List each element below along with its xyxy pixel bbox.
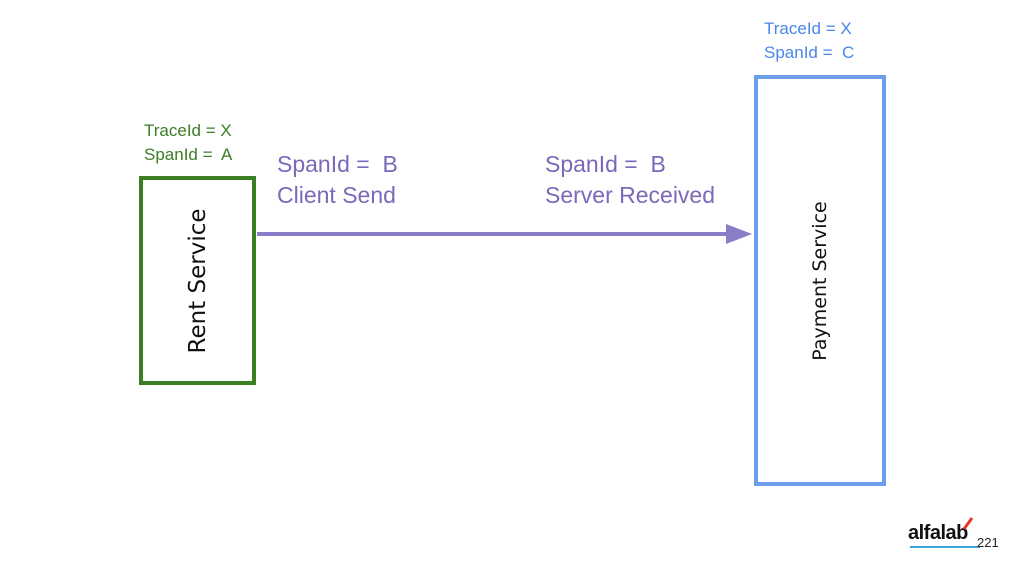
client-event-label: Client Send [277, 182, 396, 208]
logo-text: alfalab [908, 522, 968, 544]
server-span-label: SpanId = B [545, 151, 666, 177]
rent-service-box: Rent Service [139, 176, 256, 385]
alfalab-logo: alfalab [908, 517, 980, 548]
payment-span-label: SpanId = C [764, 43, 855, 62]
rent-span-label: SpanId = A [144, 145, 233, 164]
client-span-label: SpanId = B [277, 151, 398, 177]
logo-underline [910, 546, 980, 548]
arrow-head [726, 224, 752, 244]
payment-service-box: Payment Service [754, 75, 886, 486]
page-number: 221 [977, 535, 999, 550]
logo-slash-icon [962, 517, 974, 530]
server-event-label: Server Received [545, 182, 716, 208]
payment-trace-label: TraceId = X [764, 19, 852, 38]
rent-trace-label: TraceId = X [144, 121, 232, 140]
